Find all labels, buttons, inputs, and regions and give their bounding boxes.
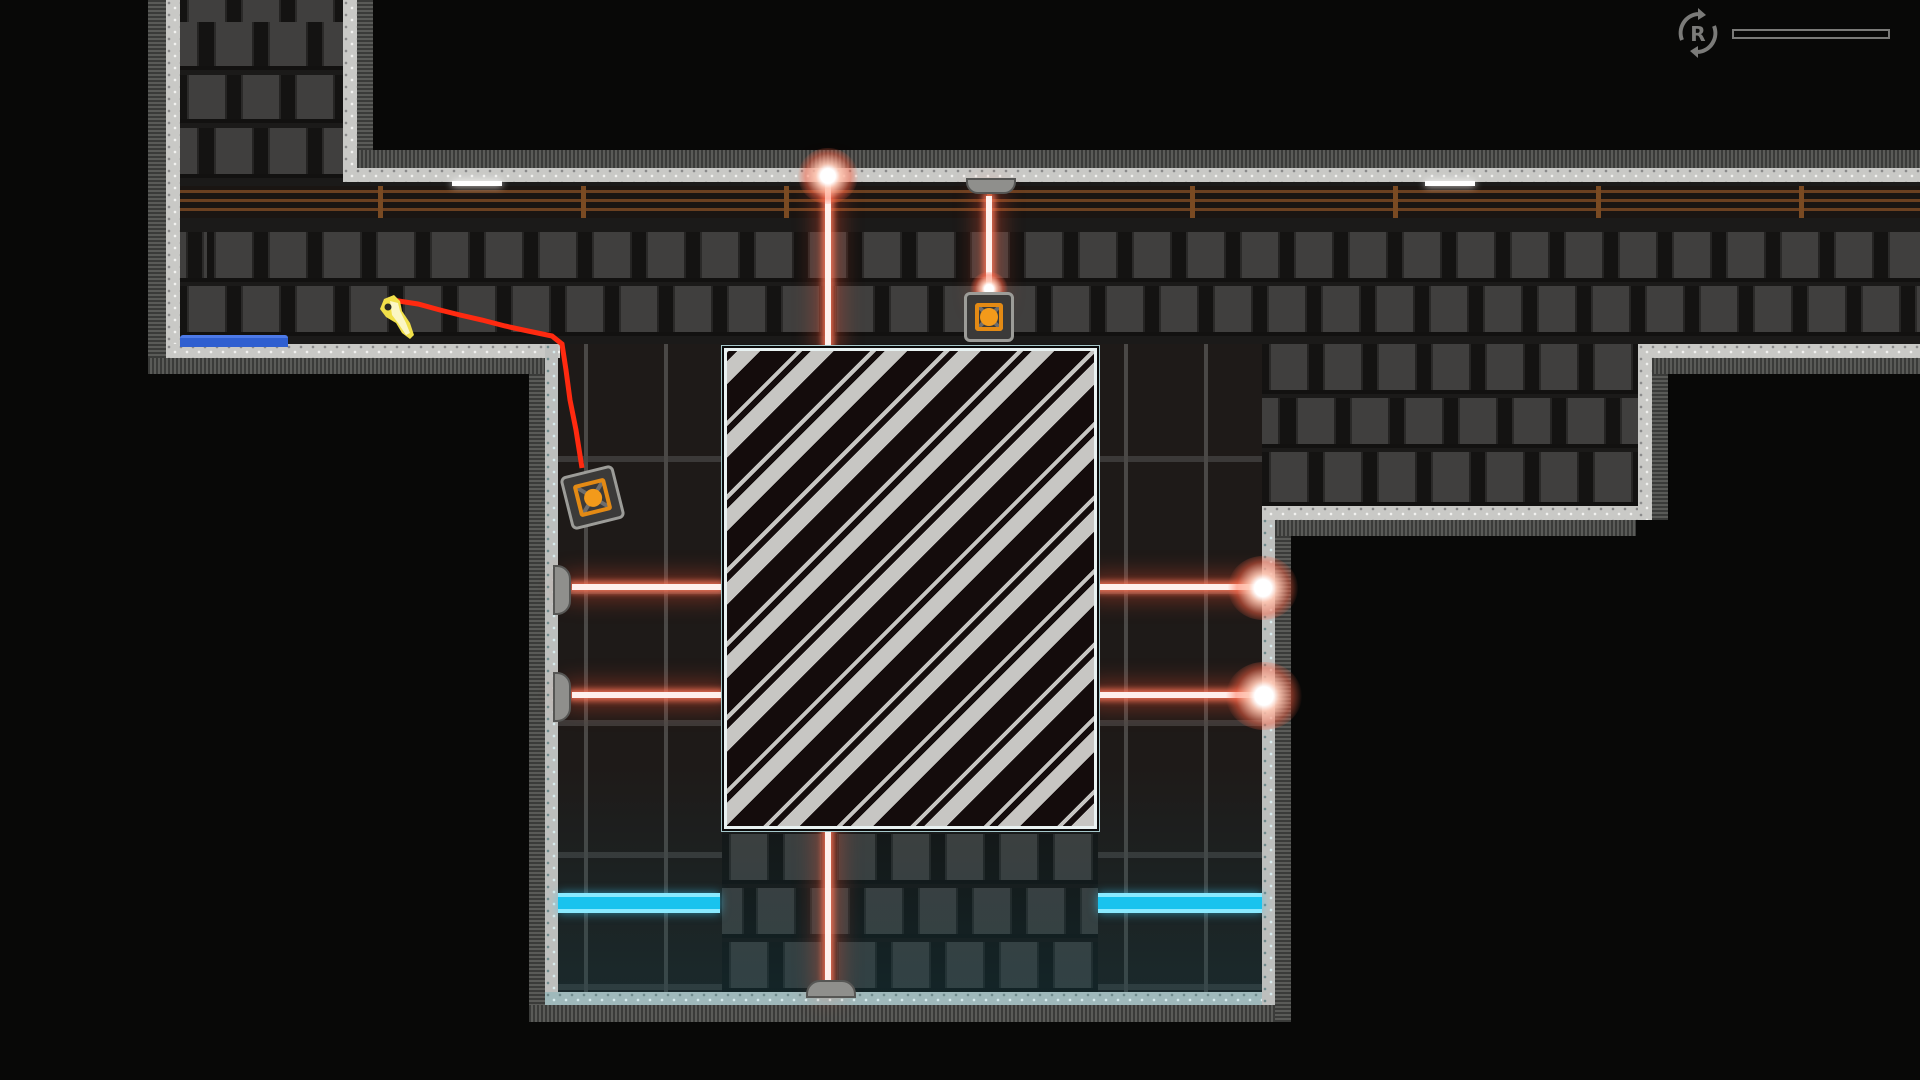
right-lower-corridor-background bbox=[1262, 344, 1642, 506]
phase-block bbox=[724, 348, 1097, 829]
laser-emitter-left-upper bbox=[553, 565, 571, 615]
shaft-right-wall bbox=[343, 0, 357, 182]
blue-checkpoint-pad[interactable] bbox=[180, 335, 288, 347]
player-character[interactable] bbox=[376, 293, 422, 343]
laser-horizontal-upper-right bbox=[1097, 584, 1262, 590]
right-upper-floor bbox=[1638, 344, 1920, 358]
laser-horizontal-lower-left bbox=[572, 692, 721, 698]
ceiling-light-right bbox=[1425, 181, 1475, 186]
pit-left-wall bbox=[545, 344, 558, 1005]
laser-impact-ceiling bbox=[798, 148, 858, 204]
right-step-wall-edge bbox=[1652, 358, 1668, 520]
shaft-right-wall-edge bbox=[357, 0, 373, 168]
laser-horizontal-lower-right bbox=[1097, 692, 1262, 698]
laser-emitter-left-lower bbox=[553, 672, 571, 722]
right-step-wall bbox=[1638, 344, 1652, 520]
right-step-floor bbox=[1262, 506, 1652, 520]
ceiling bbox=[343, 168, 1920, 182]
main-corridor-background bbox=[180, 180, 1920, 344]
left-floor-edge bbox=[148, 358, 545, 374]
laser-impact-right-upper bbox=[1228, 556, 1298, 620]
pit-floor-edge bbox=[529, 1005, 1291, 1022]
cyan-bounce-pad-right[interactable] bbox=[1098, 893, 1262, 913]
restart-r-icon[interactable]: R bbox=[1674, 8, 1722, 58]
upper-left-shaft-background bbox=[180, 0, 343, 182]
crate-receiver[interactable] bbox=[964, 292, 1014, 342]
laser-vertical-main-lower bbox=[825, 829, 831, 987]
crate-core-icon bbox=[980, 308, 998, 326]
pit-floor bbox=[545, 992, 1275, 1005]
copper-pipes bbox=[180, 186, 1920, 218]
ceiling-edge bbox=[357, 150, 1920, 168]
pit-right-wall bbox=[1262, 506, 1275, 1005]
player-eye-icon bbox=[384, 303, 392, 311]
left-wall-edge bbox=[148, 0, 166, 370]
laser-emitter-ceiling bbox=[966, 178, 1016, 194]
left-floor bbox=[166, 344, 560, 358]
laser-horizontal-upper-left bbox=[572, 584, 721, 590]
cyan-bounce-pad-left[interactable] bbox=[558, 893, 720, 913]
laser-emitter-floor bbox=[806, 980, 856, 998]
left-wall bbox=[166, 0, 180, 358]
restart-progress-bar bbox=[1732, 29, 1890, 39]
laser-impact-right-lower bbox=[1226, 662, 1302, 730]
right-step-floor-edge bbox=[1275, 520, 1636, 536]
right-upper-floor-edge bbox=[1652, 358, 1920, 374]
pit-left-wall-edge bbox=[529, 374, 545, 1022]
laser-vertical-receiver bbox=[986, 196, 992, 296]
laser-vertical-main bbox=[825, 176, 831, 346]
pit-right-wall-edge bbox=[1275, 520, 1291, 1022]
restart-letter: R bbox=[1690, 22, 1705, 46]
ceiling-light-left bbox=[452, 181, 502, 186]
